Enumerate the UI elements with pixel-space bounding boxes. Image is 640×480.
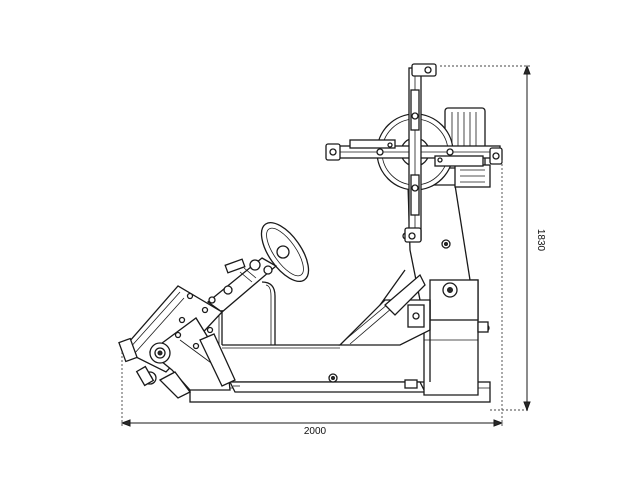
height-dimension-label: 1830: [535, 229, 546, 252]
rotating-head: [325, 63, 503, 243]
base-frame: [189, 373, 491, 403]
steering-assembly: [206, 222, 310, 345]
dimension-width: [120, 160, 504, 428]
frame-connections: [222, 300, 431, 387]
width-dimension-label: 2000: [304, 426, 327, 437]
lower-bracket: [338, 269, 431, 346]
dimension-height: [440, 64, 531, 412]
seat-section: [118, 285, 236, 399]
central-column: [402, 184, 490, 396]
